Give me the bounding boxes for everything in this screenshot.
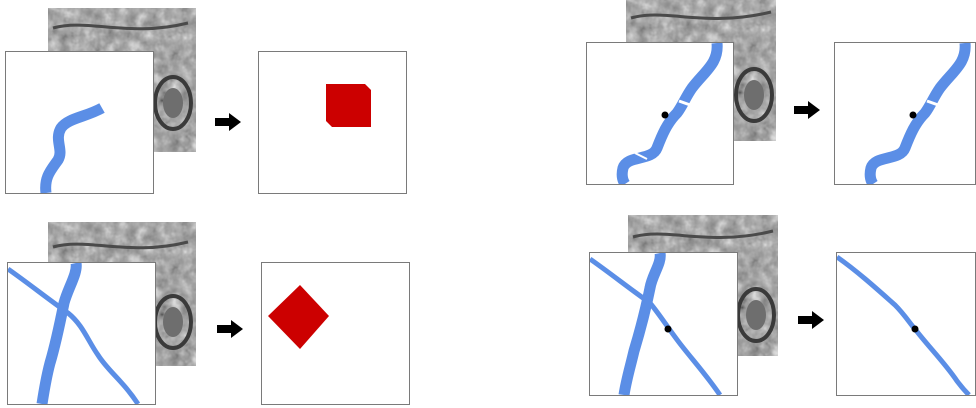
shape-output-panel bbox=[261, 262, 410, 405]
right-arrow-icon bbox=[794, 101, 820, 119]
right-arrow-icon bbox=[798, 311, 824, 329]
neurite-mask-panel bbox=[5, 51, 154, 194]
neurite-segment bbox=[6, 52, 153, 193]
octagon-shape bbox=[259, 52, 406, 193]
single-neurite-with-seed bbox=[837, 253, 975, 395]
single-neurite-output-panel bbox=[836, 252, 976, 396]
crossing-neurites bbox=[590, 253, 737, 395]
neurite-segment bbox=[587, 43, 733, 184]
single-neurite-with-seed bbox=[835, 43, 975, 184]
neurite-mask-panel bbox=[586, 42, 734, 185]
right-arrow-icon bbox=[215, 113, 241, 131]
neurite-mask-panel bbox=[7, 262, 156, 405]
shape-output-panel bbox=[258, 51, 407, 194]
neurite-mask-panel bbox=[589, 252, 738, 396]
right-arrow-icon bbox=[217, 320, 243, 338]
single-neurite-output-panel bbox=[834, 42, 976, 185]
crossing-neurites bbox=[8, 263, 155, 404]
diamond-shape bbox=[262, 263, 409, 404]
